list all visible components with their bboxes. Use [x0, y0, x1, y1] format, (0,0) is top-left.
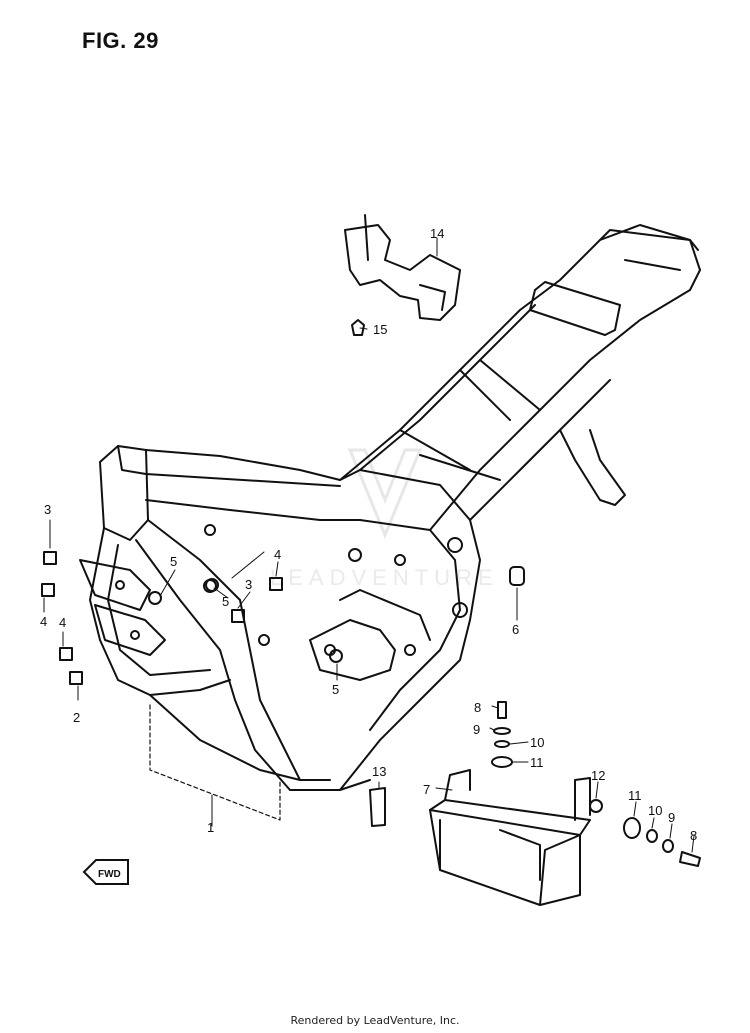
callout: 4 — [40, 614, 47, 629]
callout: 6 — [512, 622, 519, 637]
callout: 8 — [690, 828, 697, 843]
fwd-arrow-icon: FWD — [82, 859, 129, 885]
callout: 3 — [44, 502, 51, 517]
fwd-arrow-label: FWD — [98, 869, 121, 880]
callout-labels: 1 2 3 3 4 4 4 5 5 5 6 7 8 8 9 9 10 10 11… — [40, 226, 697, 843]
callout: 5 — [170, 554, 177, 569]
damper-6 — [509, 566, 525, 586]
callout: 12 — [591, 768, 605, 783]
callout: 14 — [430, 226, 444, 241]
watermark-text: LEADVENTURE — [270, 565, 499, 590]
callout: 3 — [245, 577, 252, 592]
callout: 5 — [222, 594, 229, 609]
seat-bracket-drawing — [344, 214, 461, 321]
callout: 4 — [274, 547, 281, 562]
callout: 5 — [332, 682, 339, 697]
frame-cover-1 — [149, 704, 281, 821]
fig-title: FIG. 29 — [82, 28, 159, 53]
side-bolt-stack — [623, 817, 701, 867]
callout: 11 — [628, 788, 642, 803]
callout: 10 — [648, 803, 662, 818]
callout: 8 — [474, 700, 481, 715]
callout: 9 — [473, 722, 480, 737]
bolt-15 — [351, 319, 365, 336]
callout: 4 — [59, 615, 66, 630]
callout: 1 — [207, 820, 214, 835]
callout: 10 — [530, 735, 544, 750]
leader-lines — [43, 237, 695, 853]
callout: 11 — [530, 755, 544, 770]
callout: 7 — [423, 782, 430, 797]
frame-drawing — [79, 224, 701, 791]
callout: 15 — [373, 322, 387, 337]
battery-tray-drawing — [429, 769, 591, 906]
callout: 2 — [73, 710, 80, 725]
callout: 13 — [372, 764, 386, 779]
left-bolts — [41, 551, 343, 685]
callout: 9 — [668, 810, 675, 825]
footer-credit: Rendered by LeadVenture, Inc. — [290, 1014, 460, 1027]
grommet-12 — [589, 799, 603, 813]
strap-13 — [369, 787, 386, 827]
top-bolt-stack — [491, 701, 513, 768]
